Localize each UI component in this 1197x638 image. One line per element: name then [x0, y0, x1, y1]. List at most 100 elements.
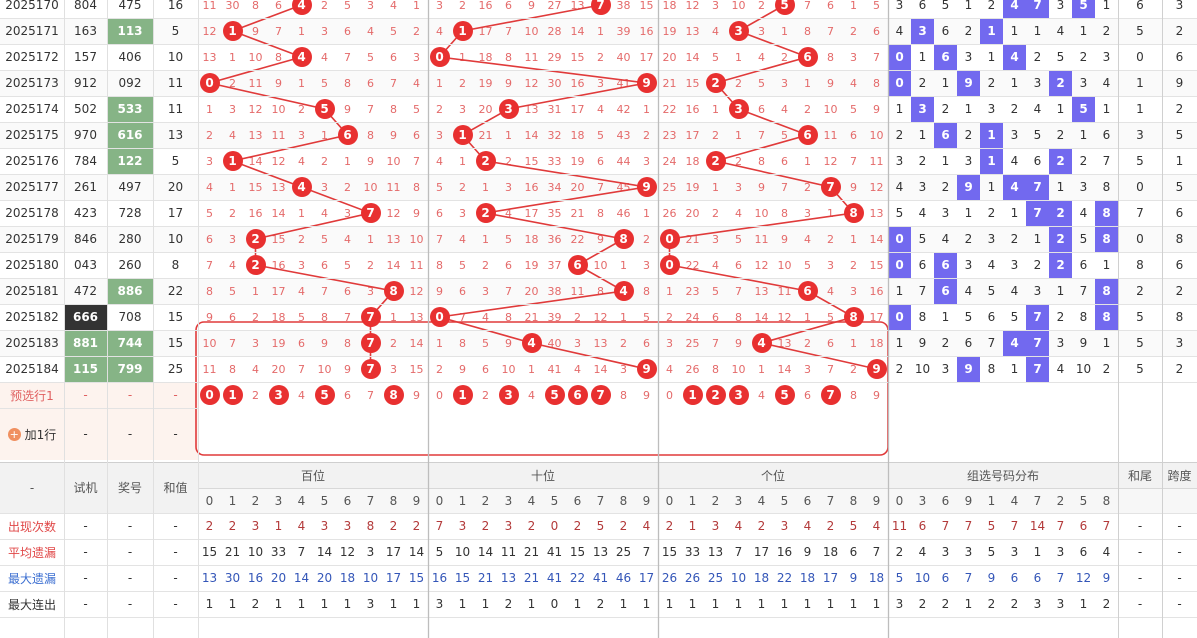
sum-tail-cell: 5: [1136, 154, 1144, 168]
stat-value: 33: [684, 545, 701, 559]
omission-cell: 15: [570, 50, 585, 64]
stat-value: 21: [523, 571, 540, 585]
stat-value: 17: [385, 545, 402, 559]
omission-cell: 16: [639, 24, 654, 38]
preselect-digit[interactable]: 9: [873, 388, 880, 402]
omission-cell: 9: [758, 180, 765, 194]
stat-dash: -: [83, 545, 88, 559]
dash-cell: -: [127, 388, 133, 402]
omission-cell: 2: [321, 0, 328, 12]
omission-cell: 20: [662, 50, 677, 64]
omission-cell: 9: [206, 310, 213, 324]
span-cell: 8: [1175, 232, 1184, 246]
add-row-button[interactable]: +加1行: [0, 408, 64, 460]
preselect-digit[interactable]: 8: [620, 388, 627, 402]
omission-cell: 5: [390, 24, 397, 38]
preselect-digit[interactable]: 4: [528, 388, 535, 402]
omission-cell: 3: [229, 232, 236, 246]
preselect-digit[interactable]: 4: [758, 388, 765, 402]
omission-cell: 10: [409, 232, 424, 246]
group-cell: 3: [1033, 76, 1042, 90]
group-cell: 7: [918, 284, 927, 298]
omission-cell: 7: [413, 154, 420, 168]
preselect-digit[interactable]: 9: [643, 388, 650, 402]
preselect-digit[interactable]: 7: [367, 388, 374, 402]
omission-cell: 6: [827, 336, 834, 350]
group-cell: 1: [964, 0, 973, 12]
omission-cell: 7: [459, 310, 466, 324]
omission-cell: 25: [662, 180, 677, 194]
stat-group-value: 1: [964, 597, 973, 611]
omission-cell: 3: [643, 154, 650, 168]
stat-value: 4: [642, 519, 651, 533]
omission-cell: 3: [850, 284, 857, 298]
sum-value: 17: [167, 206, 184, 220]
preselect-digit[interactable]: 0: [436, 388, 443, 402]
omission-cell: 6: [735, 258, 742, 272]
omission-cell: 20: [570, 180, 585, 194]
stat-group-value: 6: [941, 571, 950, 585]
group-cell: 3: [918, 180, 927, 194]
header-span: 跨度: [1162, 462, 1197, 488]
group-cell: 1: [1102, 0, 1111, 12]
omission-cell: 16: [248, 206, 263, 220]
stat-value: 1: [872, 597, 881, 611]
preselect-digit[interactable]: 0: [666, 388, 673, 402]
omission-cell: 1: [298, 76, 305, 90]
trial-number: 502: [74, 102, 97, 116]
omission-cell: 2: [321, 154, 328, 168]
period-cell: 2025172: [5, 50, 59, 64]
omission-cell: 5: [735, 232, 742, 246]
group-cell: 1: [941, 154, 950, 168]
omission-cell: 10: [363, 180, 378, 194]
omission-cell: 6: [206, 232, 213, 246]
preselect-digit[interactable]: 2: [252, 388, 259, 402]
stat-group-value: 2: [987, 597, 996, 611]
stat-value: 16: [776, 545, 793, 559]
period-cell: 2025183: [5, 336, 59, 350]
stat-value: 13: [592, 545, 609, 559]
preselect-digit[interactable]: 8: [850, 388, 857, 402]
omission-cell: 43: [616, 128, 631, 142]
stat-value: 3: [251, 519, 260, 533]
header-fill: [1118, 488, 1162, 513]
sum-tail-cell: 1: [1136, 76, 1144, 90]
span-cell: 2: [1175, 284, 1184, 298]
omission-cell: 4: [781, 102, 788, 116]
stat-value: 16: [431, 571, 448, 585]
omission-cell: 14: [869, 232, 884, 246]
omission-cell: 3: [804, 362, 811, 376]
omission-cell: 8: [344, 336, 351, 350]
period-cell: 2025184: [5, 362, 59, 376]
omission-cell: 10: [593, 258, 608, 272]
omission-cell: 1: [367, 232, 374, 246]
omission-cell: 3: [482, 284, 489, 298]
preselect-digit[interactable]: 9: [413, 388, 420, 402]
period-cell: 2025178: [5, 206, 59, 220]
omission-cell: 6: [482, 362, 489, 376]
omission-cell: 5: [298, 310, 305, 324]
stat-group-value: 9: [1102, 571, 1111, 585]
preselect-digit[interactable]: 6: [344, 388, 351, 402]
omission-cell: 1: [482, 232, 489, 246]
stat-value: 1: [734, 597, 743, 611]
omission-cell: 22: [570, 232, 585, 246]
stat-value: 5: [849, 519, 858, 533]
digit-header: 0: [658, 488, 681, 513]
omission-cell: 9: [597, 232, 604, 246]
omission-cell: 1: [459, 154, 466, 168]
digit-header: 4: [750, 488, 773, 513]
stat-value: 18: [339, 571, 356, 585]
group-cell: 4: [1056, 362, 1065, 376]
omission-cell: 10: [271, 102, 286, 116]
group-cell: 6: [964, 336, 973, 350]
omission-cell: 13: [271, 180, 286, 194]
preselect-digit[interactable]: 6: [804, 388, 811, 402]
preselect-digit[interactable]: 2: [482, 388, 489, 402]
period-cell: 2025176: [5, 154, 59, 168]
omission-cell: 1: [643, 102, 650, 116]
group-cell: 2: [1079, 50, 1088, 64]
stat-value: 7: [734, 545, 743, 559]
omission-cell: 3: [804, 206, 811, 220]
preselect-digit[interactable]: 4: [298, 388, 305, 402]
